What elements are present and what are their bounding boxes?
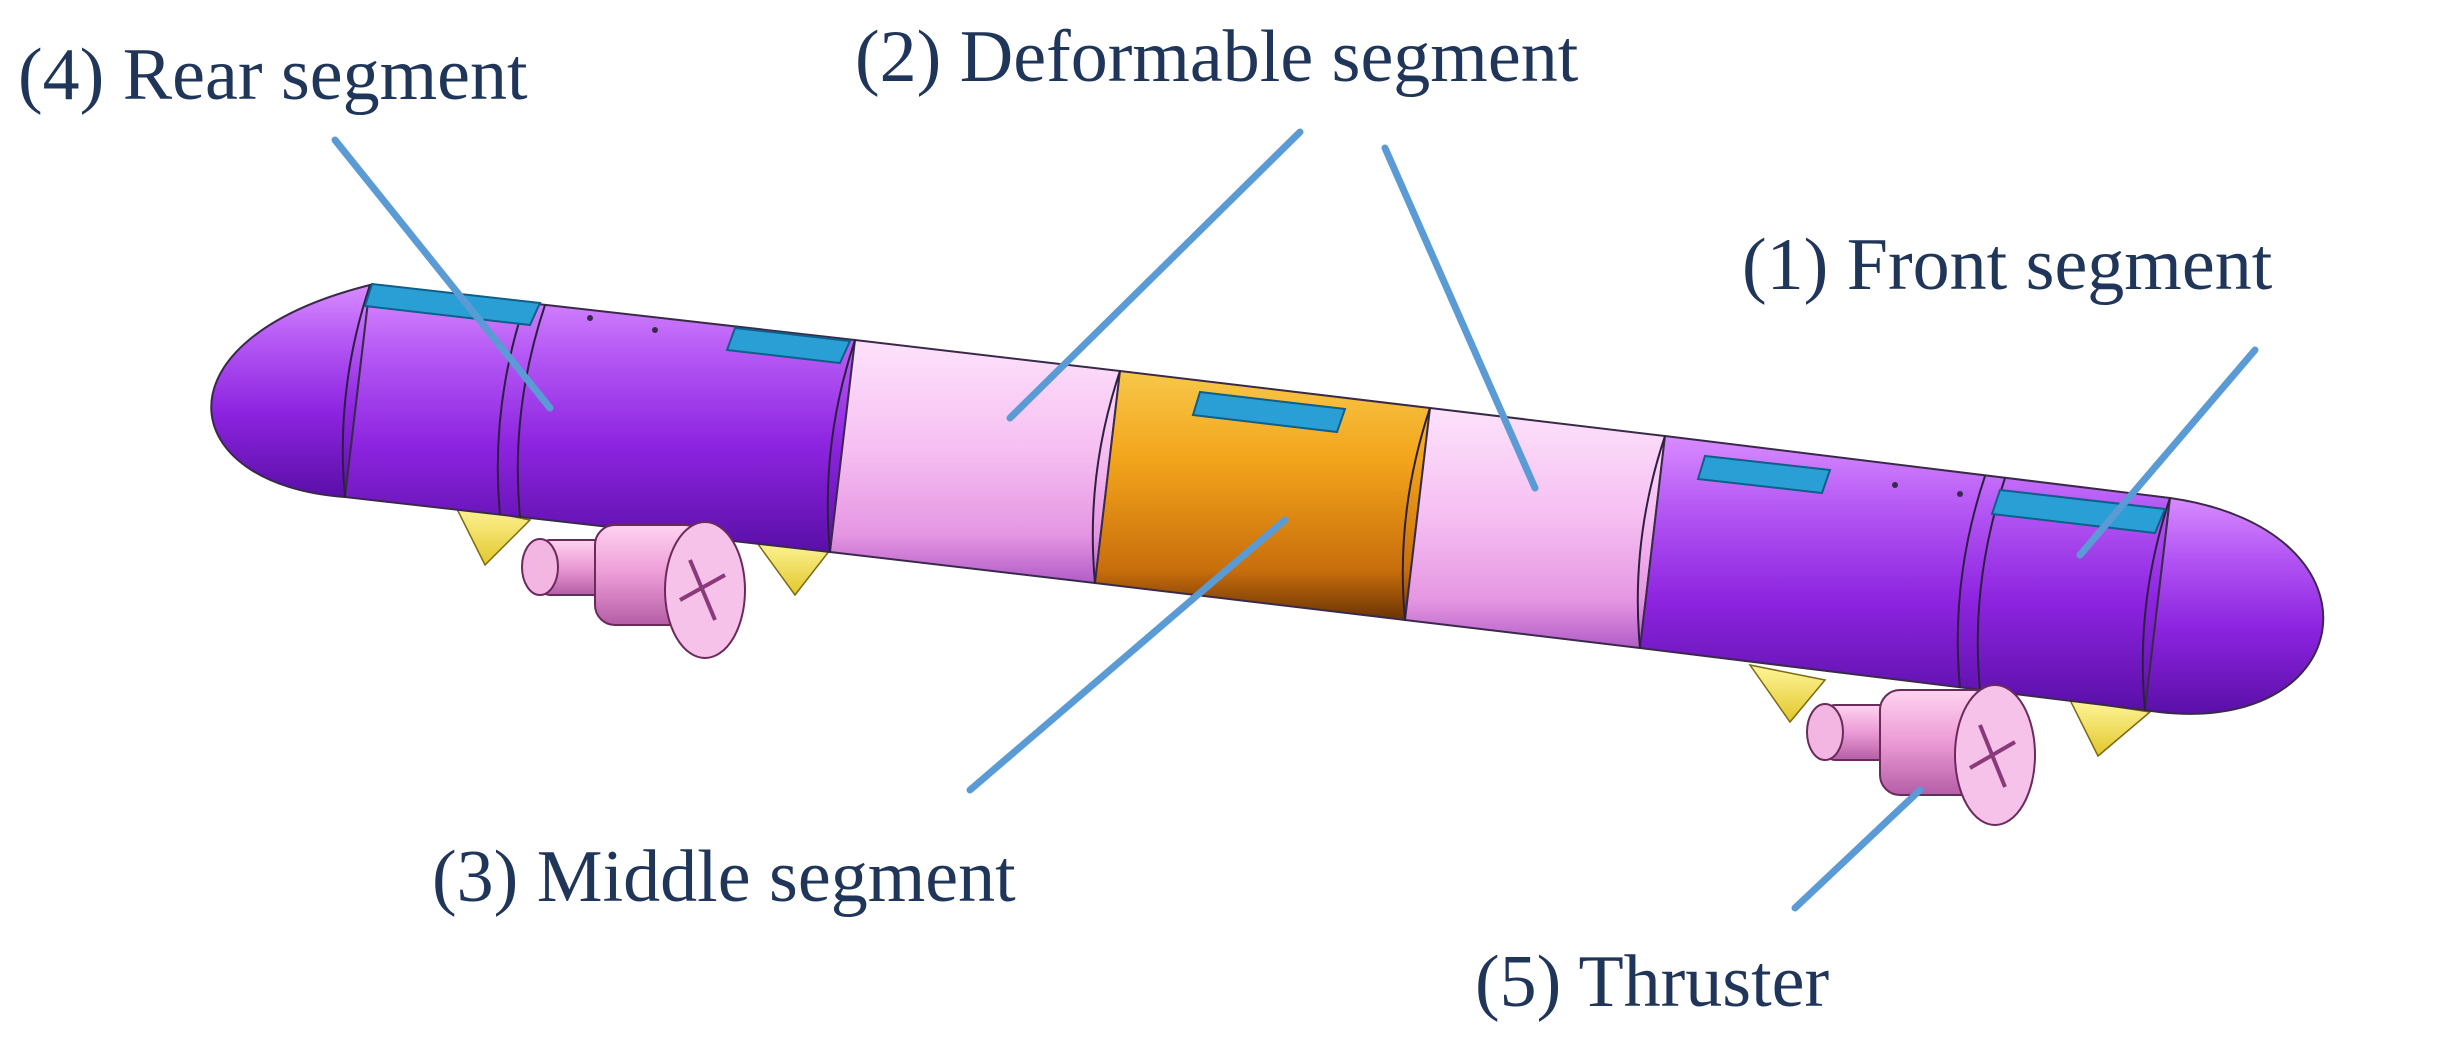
hatch-rear-2 (725, 326, 852, 365)
leader-lines (331, 128, 2259, 912)
leader-middle (966, 516, 1289, 794)
label-middle-segment: (3) Middle segment (432, 836, 1016, 918)
seams (341, 284, 2171, 711)
leader-thruster (1791, 786, 1924, 912)
rear-cap (210, 283, 372, 499)
hatch-rear-1 (363, 282, 542, 327)
front-cap (2143, 496, 2325, 715)
leader-front (2076, 346, 2259, 559)
label-rear-segment: (4) Rear segment (18, 34, 528, 116)
label-front-segment: (1) Front segment (1742, 224, 2273, 306)
screws (587, 315, 1963, 497)
thruster-front (1806, 684, 2036, 826)
thruster-rear (521, 521, 746, 659)
leader-rear (331, 136, 554, 412)
leader-deformable-rear (1006, 128, 1304, 422)
rear-segment-body (343, 283, 857, 554)
label-thruster: (5) Thruster (1475, 941, 1830, 1023)
hatches (363, 282, 2167, 535)
hatch-front-1 (1696, 454, 1832, 495)
leader-deformable-front (1381, 144, 1539, 492)
label-deformable-segment: (2) Deformable segment (855, 16, 1579, 98)
fin-front-left (1748, 663, 1827, 724)
hatch-middle (1191, 390, 1347, 434)
deformable-segment-front (1403, 406, 1667, 650)
fins (453, 503, 2152, 758)
deformable-segment-rear (828, 338, 1122, 585)
hatch-front-2 (1990, 488, 2167, 535)
